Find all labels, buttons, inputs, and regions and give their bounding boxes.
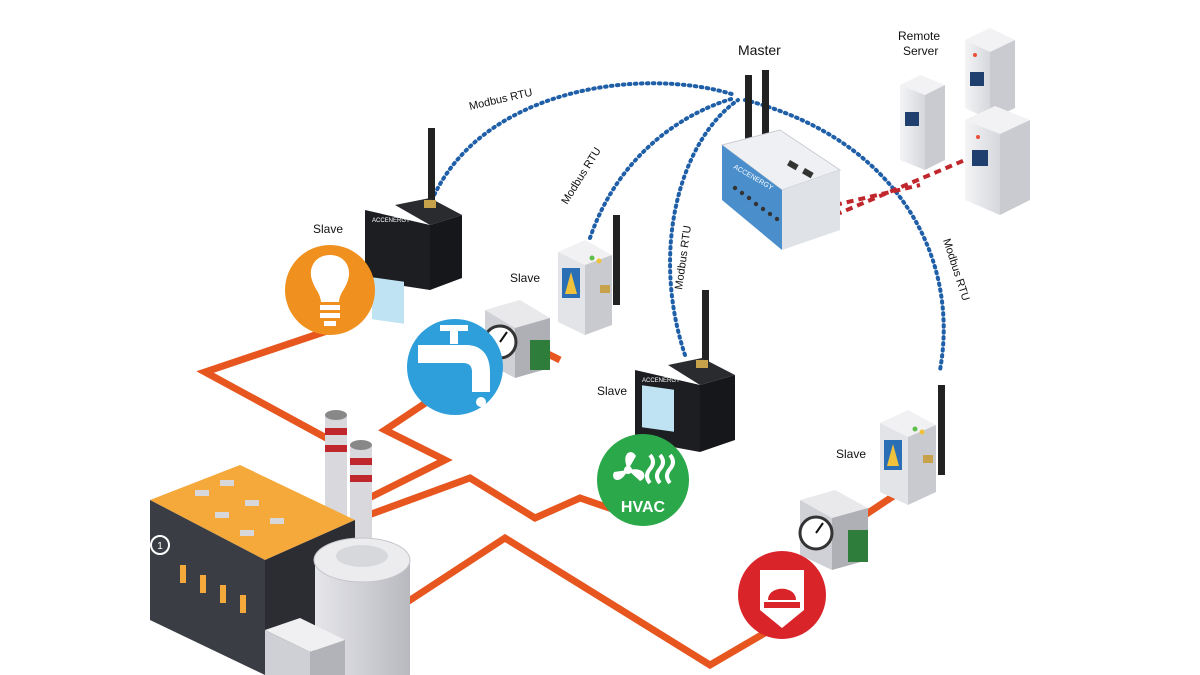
modbus-links <box>430 81 946 372</box>
server-icon-2 <box>965 28 1015 120</box>
water-tap-icon[interactable] <box>407 319 503 415</box>
water-meter-icon-2[interactable] <box>798 490 868 570</box>
slave-label-1: Slave <box>313 222 343 236</box>
master-gateway[interactable]: ACCENERGY <box>720 70 842 250</box>
factory: 1 <box>150 410 411 675</box>
ethernet-links <box>834 158 966 217</box>
alarm-light-icon[interactable] <box>738 551 826 639</box>
wire-light <box>196 326 332 444</box>
modbus-link-2 <box>588 96 737 240</box>
hvac-fan-icon[interactable]: HVAC <box>597 434 689 526</box>
wire-alarm <box>393 533 772 670</box>
light-bulb-icon[interactable] <box>285 245 375 335</box>
server-icon <box>900 75 945 170</box>
modbus-link-4 <box>743 98 946 372</box>
ethernet-link-1 <box>834 158 966 217</box>
wire-hvac <box>353 474 617 524</box>
modbus-link-3 <box>668 98 740 357</box>
remote-server-label-2: Server <box>903 44 938 58</box>
meter-brand-2: ACCENERGY <box>642 378 680 384</box>
server-icon-3 <box>965 106 1030 215</box>
meter-brand-1: ACCENERGY <box>372 218 410 224</box>
slave-label-4: Slave <box>836 447 866 461</box>
wire-water <box>363 397 453 504</box>
slave-label-3: Slave <box>597 384 627 398</box>
remote-server-label-1: Remote <box>898 29 940 43</box>
factory-badge: 1 <box>157 541 163 552</box>
slave-transmitter-4[interactable] <box>880 385 945 505</box>
power-meter-icon[interactable]: ACCENERGY <box>365 128 462 324</box>
remote-servers[interactable] <box>900 28 1030 215</box>
modbus-label-2: Modbus RTU <box>559 145 603 206</box>
modbus-label-4: Modbus RTU <box>940 237 971 302</box>
hvac-label: HVAC <box>621 499 666 516</box>
power-meter-icon-2[interactable]: ACCENERGY <box>635 290 735 452</box>
modbus-label-3: Modbus RTU <box>673 225 694 291</box>
slave-label-2: Slave <box>510 271 540 285</box>
ethernet-link-2 <box>834 183 921 207</box>
modbus-link-1 <box>430 81 737 202</box>
slave-transmitter-2[interactable] <box>558 215 620 335</box>
master-label: Master <box>738 42 781 58</box>
